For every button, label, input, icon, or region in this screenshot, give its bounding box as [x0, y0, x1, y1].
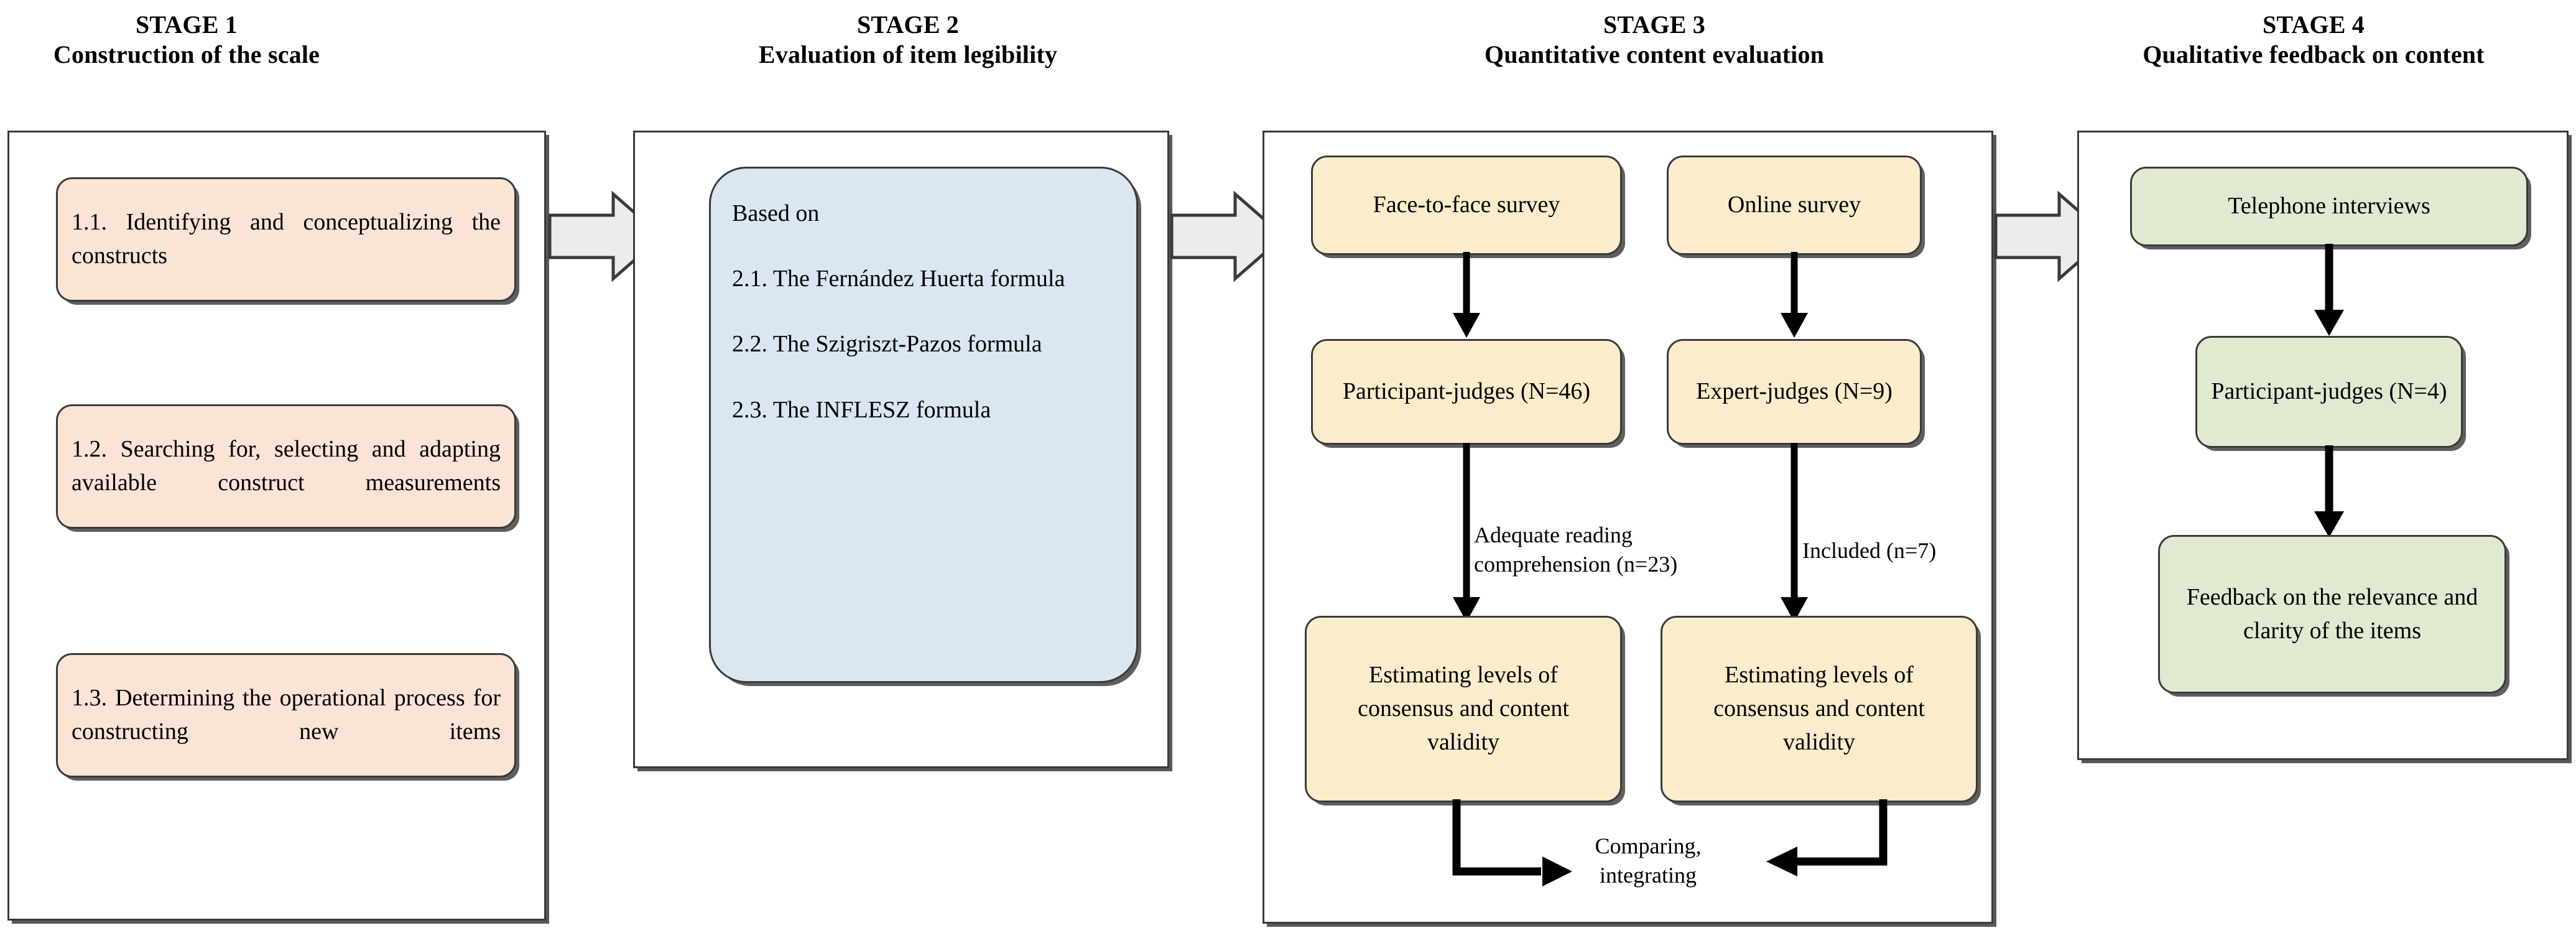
stage-3-title: STAGE 3	[1603, 11, 1706, 39]
node-1-2-label: 1.2. Searching for, selecting and adapti…	[72, 436, 501, 496]
node-4-telephone-interviews-label: Telephone interviews	[2228, 193, 2430, 220]
node-3-estimating-left[interactable]: Estimating levels of consensus and conte…	[1305, 616, 1622, 802]
node-4-telephone-interviews[interactable]: Telephone interviews	[2130, 167, 2528, 246]
label-included: Included (n=7)	[1802, 507, 1964, 565]
arrow-comparing-from-left	[1452, 799, 1572, 886]
stage-2-intro-label: Based on	[732, 200, 820, 226]
arrow-telephone-to-participant-judges	[2314, 244, 2344, 336]
node-3-estimating-left-label: Estimating levels of consensus and conte…	[1358, 662, 1569, 755]
arrow-expert-judges-to-estimating-right	[1781, 443, 1808, 622]
stage-1-subtitle: Construction of the scale	[53, 40, 320, 68]
node-1-3-label: 1.3. Determining the operational process…	[72, 685, 501, 745]
stage-4-header: STAGE 4 Qualitative feedback on content	[2065, 10, 2562, 70]
node-3-expert-judges-label: Expert-judges (N=9)	[1696, 378, 1893, 405]
block-arrow-stage2-to-stage3	[1170, 190, 1286, 282]
stage-3-subtitle: Quantitative content evaluation	[1484, 40, 1825, 68]
node-4-feedback[interactable]: Feedback on the relevance and clarity of…	[2158, 535, 2506, 694]
arrow-face-to-face-to-participant-judges	[1453, 252, 1480, 338]
label-adequate-reading-comprehension-text: Adequate reading comprehension (n=23)	[1474, 522, 1678, 577]
label-comparing-integrating-text: Comparing, integrating	[1595, 833, 1702, 888]
stage-2-title: STAGE 2	[856, 11, 960, 39]
stage-3-header: STAGE 3 Quantitative content evaluation	[1337, 10, 1971, 70]
stage-4-title: STAGE 4	[2262, 11, 2365, 39]
node-3-estimating-right[interactable]: Estimating levels of consensus and conte…	[1661, 616, 1978, 802]
stage-2-header: STAGE 2 Evaluation of item legibility	[672, 10, 1144, 70]
stage-2-item-2-2: 2.2. The Szigriszt-Pazos formula	[732, 331, 1042, 358]
stage-2-item-2-3: 2.3. The INFLESZ formula	[732, 396, 991, 423]
node-3-estimating-right-label: Estimating levels of consensus and conte…	[1713, 662, 1925, 755]
label-comparing-integrating: Comparing, integrating	[1549, 802, 1748, 889]
node-1-3[interactable]: 1.3. Determining the operational process…	[56, 653, 516, 778]
node-3-expert-judges[interactable]: Expert-judges (N=9)	[1667, 339, 1922, 445]
node-4-participant-judges[interactable]: Participant-judges (N=4)	[2195, 336, 2463, 448]
node-3-online-survey-label: Online survey	[1727, 192, 1861, 218]
label-included-text: Included (n=7)	[1802, 537, 1937, 563]
arrow-online-survey-to-expert-judges	[1781, 252, 1808, 338]
node-3-participant-judges-label: Participant-judges (N=46)	[1342, 378, 1591, 405]
node-1-2[interactable]: 1.2. Searching for, selecting and adapti…	[56, 404, 516, 529]
node-3-participant-judges[interactable]: Participant-judges (N=46)	[1311, 339, 1622, 445]
node-3-face-to-face-survey[interactable]: Face-to-face survey	[1311, 156, 1622, 255]
node-1-1[interactable]: 1.1. Identifying and conceptualizing the…	[56, 177, 516, 302]
stage-1-header: STAGE 1 Construction of the scale	[12, 10, 361, 70]
stage-2-subtitle: Evaluation of item legibility	[758, 40, 1058, 68]
stage-2-item-2-1: 2.1. The Fernández Huerta formula	[732, 266, 1065, 292]
arrow-participant-judges-to-feedback	[2314, 445, 2344, 537]
node-4-participant-judges-label: Participant-judges (N=4)	[2211, 378, 2447, 405]
node-3-online-survey[interactable]: Online survey	[1667, 156, 1922, 255]
stage-4-subtitle: Qualitative feedback on content	[2143, 40, 2485, 68]
arrow-participant-judges-to-estimating-left	[1453, 443, 1480, 622]
stage-1-title: STAGE 1	[135, 11, 238, 39]
node-4-feedback-label: Feedback on the relevance and clarity of…	[2186, 583, 2478, 644]
stage-2-methods-panel[interactable]: Based on 2.1. The Fernández Huerta formu…	[709, 167, 1138, 683]
arrow-comparing-from-right	[1766, 799, 1888, 876]
node-1-1-label: 1.1. Identifying and conceptualizing the…	[72, 209, 501, 269]
label-adequate-reading-comprehension: Adequate reading comprehension (n=23)	[1474, 491, 1692, 578]
node-3-face-to-face-survey-label: Face-to-face survey	[1373, 192, 1560, 218]
